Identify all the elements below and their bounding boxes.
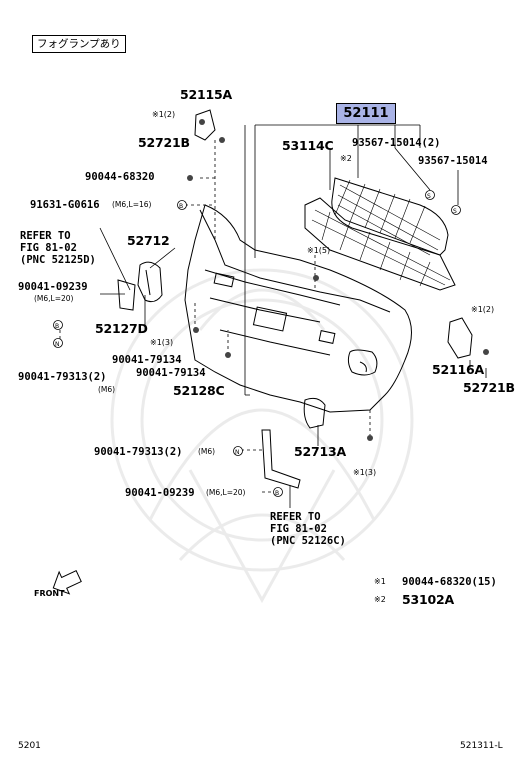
grille-outline [331, 177, 449, 256]
bracket-52127d [117, 279, 136, 311]
intake-slot-3 [318, 330, 336, 344]
part-52115a[interactable]: 52115A [180, 87, 232, 102]
part-90041-79313-bottom-spec: (M6) [198, 447, 216, 456]
part-90044-68320[interactable]: 90044-68320 [85, 171, 155, 183]
note-1-3-left: ※1(3) [150, 338, 174, 347]
part-90041-79134-b[interactable]: 90041-79134 [136, 367, 206, 379]
note-1-2-right: ※1(2) [471, 305, 495, 314]
part-90041-09239-bottom-spec: (M6,L=20) [206, 488, 246, 497]
refer-left-line1[interactable]: REFER TO [20, 230, 71, 242]
part-91631-spec: (M6,L=16) [112, 200, 152, 209]
part-90041-79313-left-spec: (M6) [98, 385, 116, 394]
part-90041-09239-left-spec: (M6,L=20) [34, 294, 74, 303]
circle-letter-b-left: B [55, 323, 60, 330]
bumper-outline [184, 204, 412, 413]
note-2: ※2 [340, 154, 352, 163]
main-part-number[interactable]: 52111 [336, 103, 396, 124]
note-1-3-bottom: ※1(3) [353, 468, 377, 477]
legend-text-1[interactable]: 90044-68320(15) [402, 576, 497, 588]
fasteners [187, 119, 489, 441]
refer-left-line3[interactable]: (PNC 52125D) [20, 254, 96, 266]
circle-letter-b-top: B [179, 203, 184, 210]
foglamp-cover [303, 397, 326, 429]
condition-note: フォグランプあり [32, 35, 126, 53]
bracket-52712 [137, 261, 163, 303]
part-90041-79134-a[interactable]: 90041-79134 [112, 354, 182, 366]
footer-right: 521311-L [460, 741, 503, 751]
refer-bottom-line1[interactable]: REFER TO [270, 511, 321, 523]
lower-stay [261, 429, 301, 489]
circle-letter-b-bottom: B [275, 490, 280, 497]
part-52713a[interactable]: 52713A [294, 444, 346, 459]
part-52128c[interactable]: 52128C [173, 383, 225, 398]
bumper-inner-3 [209, 297, 321, 323]
circle-letter-s-b: S [453, 208, 457, 215]
bracket-52116a [447, 317, 473, 359]
legend-mark-2: ※2 [374, 595, 386, 604]
part-52127d[interactable]: 52127D [95, 321, 148, 336]
intake-slot-1 [213, 272, 235, 288]
bumper-inner-1 [199, 209, 391, 313]
refer-left-line2[interactable]: FIG 81-02 [20, 242, 77, 254]
bumper-inner-2 [204, 269, 341, 306]
circle-letter-n-left: N [55, 341, 60, 348]
front-label: FRONT [34, 589, 65, 598]
part-52721b-top[interactable]: 52721B [138, 135, 190, 150]
legend-mark-1: ※1 [374, 577, 386, 586]
part-53114c[interactable]: 53114C [282, 138, 334, 153]
bumper-inner-4 [219, 329, 331, 356]
foglamp-hole [347, 349, 378, 376]
refer-bottom-line2[interactable]: FIG 81-02 [270, 523, 327, 535]
circle-letter-s-a: S [427, 193, 431, 200]
front-arrow-icon [52, 569, 82, 595]
part-91631-g0616[interactable]: 91631-G0616 [30, 199, 100, 211]
circled-letters [53, 190, 461, 497]
refer-bottom-line3[interactable]: (PNC 52126C) [270, 535, 346, 547]
part-90041-79313-left[interactable]: 90041-79313(2) [18, 371, 107, 383]
part-52712[interactable]: 52712 [127, 233, 170, 248]
note-1-2-top: ※1(2) [152, 110, 176, 119]
part-90041-09239-bottom[interactable]: 90041-09239 [125, 487, 195, 499]
bracket-52115a [194, 109, 216, 141]
footer-left: 5201 [18, 741, 41, 751]
part-52721b-right[interactable]: 52721B [463, 380, 515, 395]
legend-text-2[interactable]: 53102A [402, 592, 454, 607]
leader-lines [99, 124, 487, 508]
part-52116a[interactable]: 52116A [432, 362, 484, 377]
part-93567-15014[interactable]: 93567-15014 [418, 155, 488, 167]
grille-mesh [311, 179, 451, 287]
note-1-5: ※1(5) [307, 246, 331, 255]
part-93567-15014-2[interactable]: 93567-15014(2) [352, 137, 441, 149]
intake-slot-2 [252, 306, 288, 332]
part-90041-79313-bottom[interactable]: 90041-79313(2) [94, 446, 183, 458]
circle-letter-n-bottom: N [235, 449, 240, 456]
grille-lower [304, 197, 456, 291]
watermark-emblem [110, 268, 414, 604]
part-90041-09239-left[interactable]: 90041-09239 [18, 281, 88, 293]
